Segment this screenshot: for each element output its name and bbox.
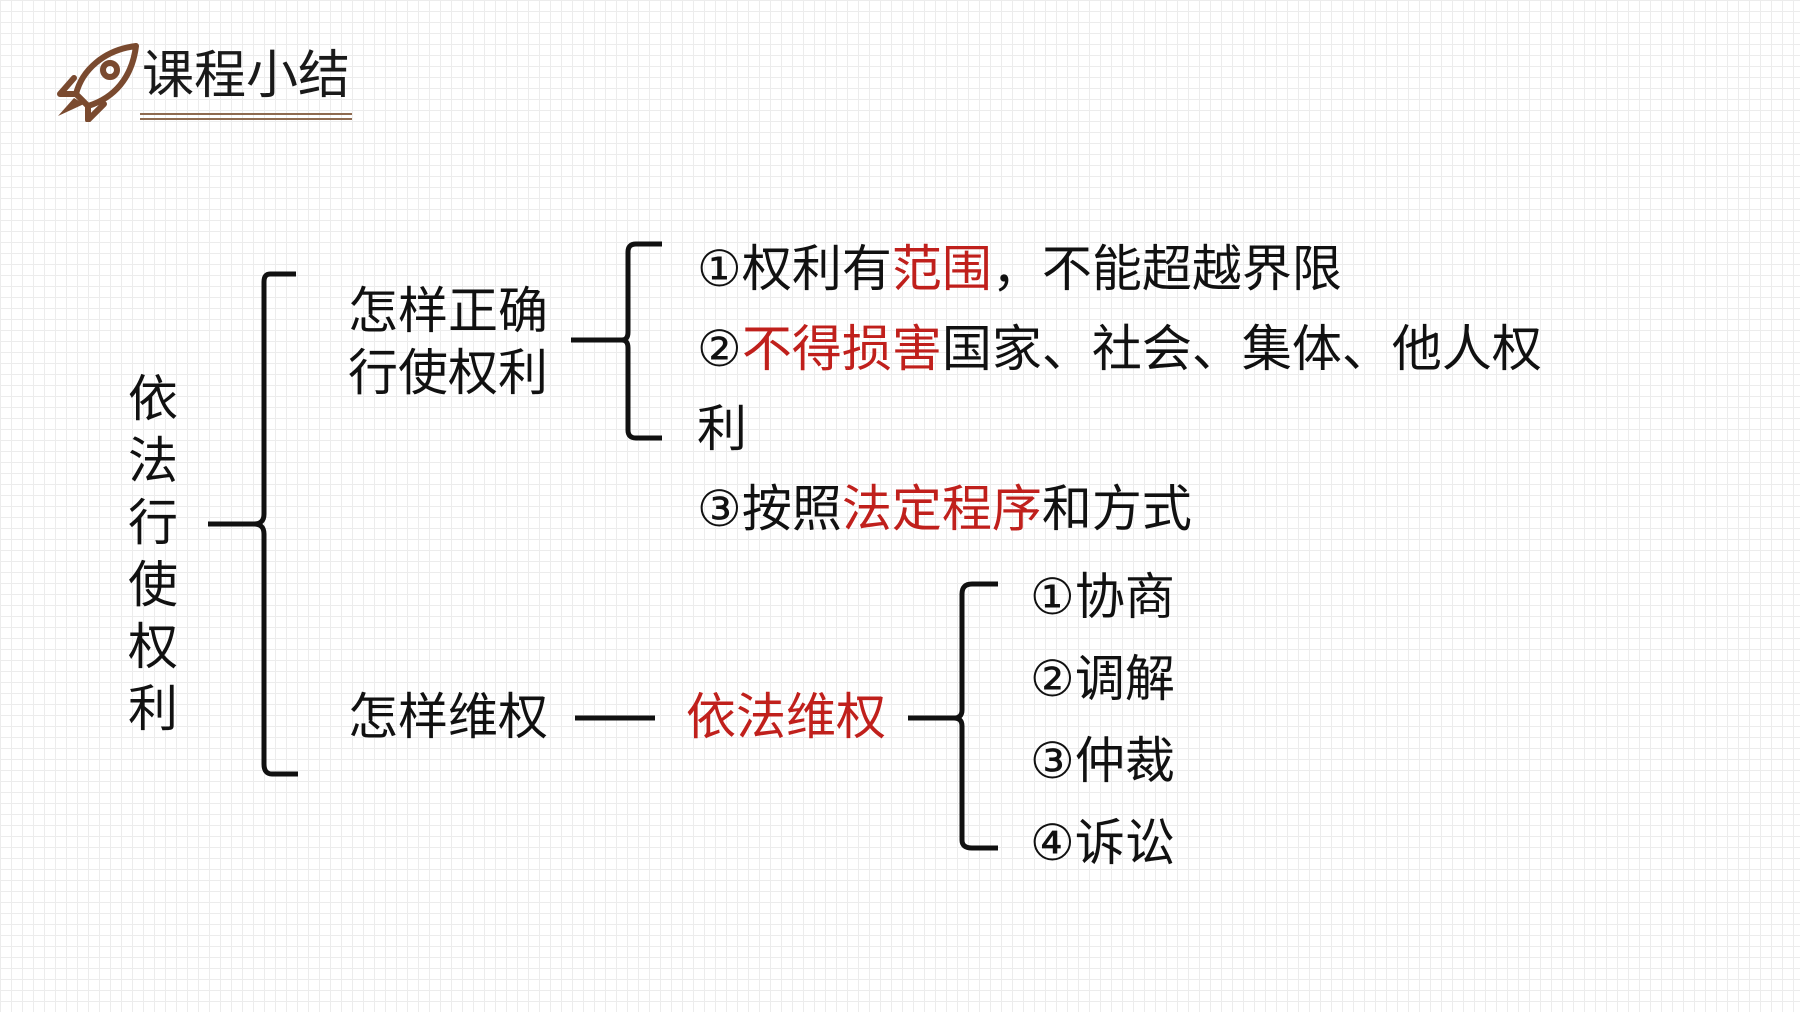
protect-bracket [908,581,998,851]
correct-item-2-continuation: 利 [697,400,747,458]
rocket-icon [57,43,139,122]
correct-item-1: ①权利有范围，不能超越界限 [697,240,1342,298]
branch-protect-label: 怎样维权 [348,688,548,746]
branch-correct-label: 怎样正确 行使权利 [348,280,548,404]
title-underline [140,113,352,120]
branch-correct-line2: 行使权利 [348,344,548,402]
protect-item-1: ①协商 [1030,568,1175,626]
branch-correct-line1: 怎样正确 [348,282,548,340]
page-title: 课程小结 [142,46,351,106]
root-node: 依法行使权利 [128,370,178,738]
protect-item-3: ③仲裁 [1030,732,1175,790]
correct-bracket [571,241,662,441]
correct-item-3: ③按照法定程序和方式 [697,480,1192,538]
protect-item-2: ②调解 [1030,650,1175,708]
protect-middle-node: 依法维权 [686,688,886,746]
protect-item-4: ④诉讼 [1030,814,1175,872]
correct-item-2: ②不得损害国家、社会、集体、他人权 [697,320,1542,378]
root-bracket [208,271,298,777]
